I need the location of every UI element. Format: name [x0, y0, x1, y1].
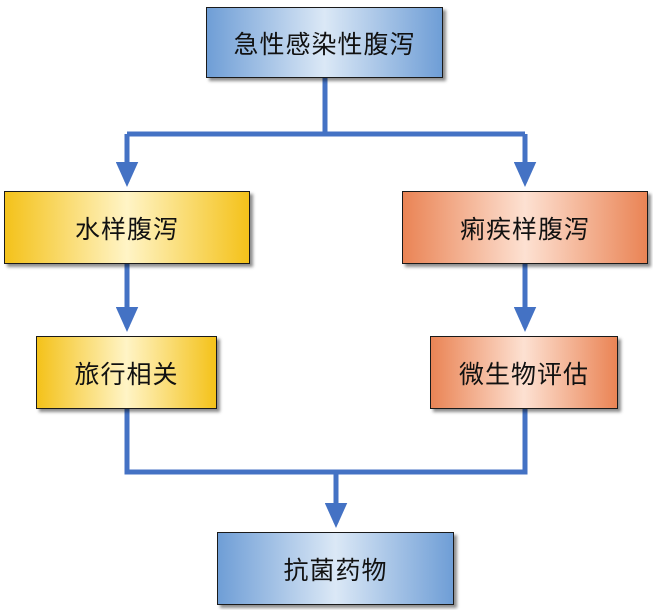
node-dysentery-like-diarrhea: 痢疾样腹泻	[402, 191, 648, 264]
node-travel-related: 旅行相关	[36, 336, 217, 409]
node-label: 微生物评估	[458, 359, 589, 389]
node-watery-diarrhea: 水样腹泻	[4, 191, 250, 264]
node-label: 痢疾样腹泻	[459, 214, 590, 244]
node-label: 抗菌药物	[283, 555, 388, 585]
node-label: 水样腹泻	[74, 214, 179, 244]
node-label: 旅行相关	[74, 359, 179, 389]
node-label: 急性感染性腹泻	[233, 29, 416, 59]
node-acute-infectious-diarrhea: 急性感染性腹泻	[206, 7, 443, 78]
node-antibiotics: 抗菌药物	[217, 532, 454, 605]
connector-merge	[124, 409, 528, 475]
connector-top-split	[127, 78, 525, 137]
node-microbiological-evaluation: 微生物评估	[430, 336, 618, 409]
